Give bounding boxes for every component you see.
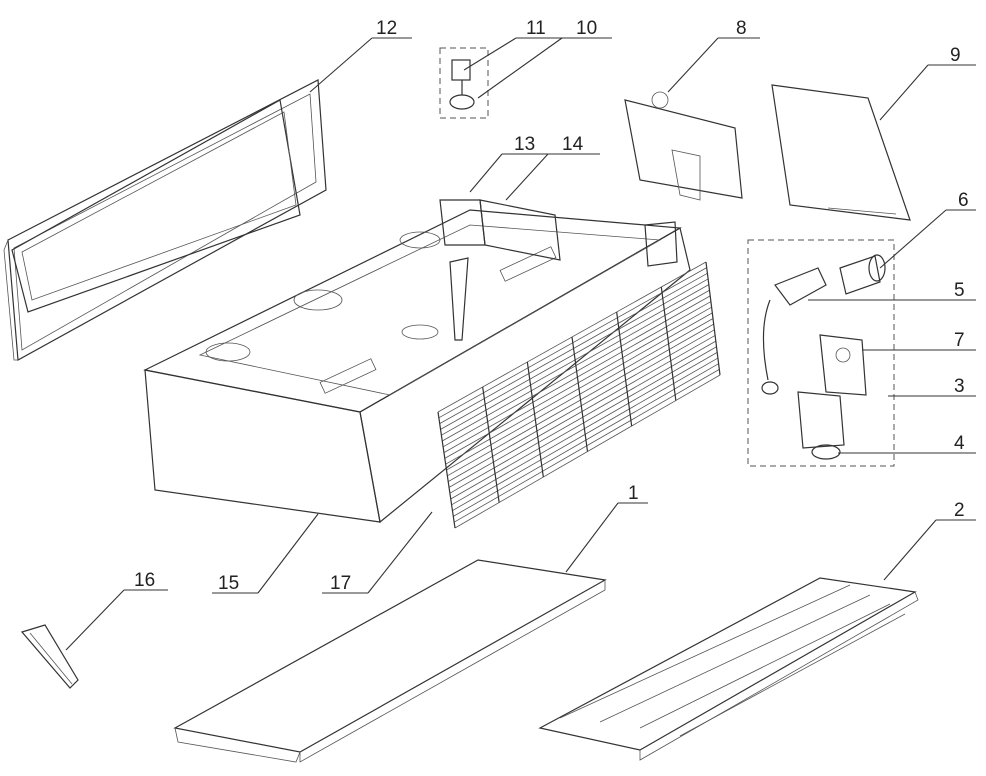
part-12-duct-frame bbox=[3, 79, 327, 361]
callout-9: 9 bbox=[879, 45, 976, 121]
callout-label-2: 2 bbox=[954, 500, 965, 521]
part-17-grille bbox=[437, 261, 721, 529]
main-housing bbox=[143, 199, 691, 524]
callout-label-1: 1 bbox=[628, 483, 639, 504]
grille-wire bbox=[437, 411, 456, 529]
callout-label-7: 7 bbox=[954, 330, 965, 351]
callout-6: 6 bbox=[879, 190, 976, 269]
grille-wire bbox=[616, 311, 633, 427]
part-10-11-bracket bbox=[439, 47, 489, 119]
grille-wire bbox=[482, 386, 500, 503]
part-9-panel bbox=[771, 84, 911, 221]
callout-15: 15 bbox=[212, 513, 319, 594]
callout-3: 3 bbox=[888, 376, 976, 397]
callout-label-16: 16 bbox=[134, 570, 155, 591]
callout-2: 2 bbox=[883, 500, 976, 581]
part-3-assembly bbox=[747, 239, 895, 467]
callout-label-3: 3 bbox=[954, 376, 965, 397]
grille-wire bbox=[660, 286, 677, 401]
callout-12: 12 bbox=[309, 18, 412, 93]
callout-14: 14 bbox=[505, 134, 600, 201]
part-14-bracket bbox=[479, 199, 561, 261]
callout-4: 4 bbox=[838, 433, 976, 454]
callout-label-15: 15 bbox=[218, 573, 239, 594]
grille-wire bbox=[571, 336, 589, 452]
callout-label-11: 11 bbox=[526, 18, 546, 39]
callout-label-6: 6 bbox=[958, 190, 969, 211]
callout-label-9: 9 bbox=[950, 45, 961, 66]
callout-16: 16 bbox=[65, 570, 168, 651]
callout-1: 1 bbox=[565, 483, 648, 573]
callout-label-17: 17 bbox=[330, 573, 351, 594]
callout-11: 11 bbox=[463, 18, 562, 71]
callout-7: 7 bbox=[862, 330, 976, 351]
part-1-bottom-panel bbox=[173, 559, 607, 763]
callout-label-14: 14 bbox=[562, 134, 584, 155]
grille-wire bbox=[705, 261, 721, 376]
callout-10: 10 bbox=[477, 18, 612, 99]
part-6-cylinder bbox=[839, 254, 886, 295]
grille-wire bbox=[526, 361, 544, 478]
callout-label-10: 10 bbox=[576, 18, 597, 39]
part-16-bracket bbox=[20, 624, 79, 689]
callout-label-4: 4 bbox=[954, 433, 965, 454]
part-2-bottom-panel-slotted bbox=[538, 577, 919, 761]
callout-label-8: 8 bbox=[736, 18, 747, 39]
callout-label-5: 5 bbox=[954, 280, 965, 301]
callout-8: 8 bbox=[667, 18, 760, 93]
part-8-plate bbox=[624, 91, 743, 201]
callout-label-13: 13 bbox=[514, 134, 535, 155]
callout-label-12: 12 bbox=[376, 18, 397, 39]
callout-13: 13 bbox=[469, 134, 552, 193]
callout-17: 17 bbox=[322, 511, 433, 594]
callout-5: 5 bbox=[808, 280, 976, 301]
